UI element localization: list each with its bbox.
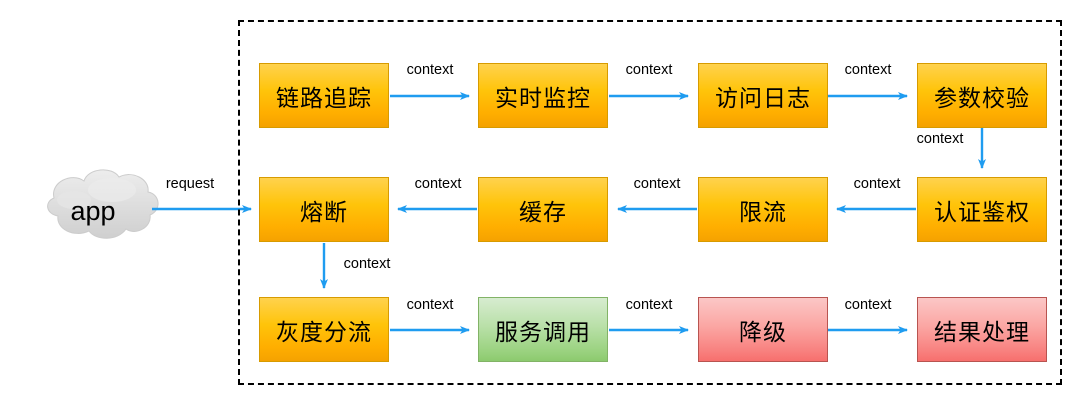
edge-label-auth-ratelimit: context xyxy=(853,176,901,192)
edge-label-invoke-degrade: context xyxy=(625,297,673,313)
node-paramcheck[interactable]: 参数校验 xyxy=(917,63,1047,128)
client-cloud-label: app xyxy=(70,195,116,226)
edge-label-gray-invoke: context xyxy=(406,297,454,313)
node-breaker[interactable]: 熔断 xyxy=(259,177,389,242)
edge-label-trace-monitor: context xyxy=(406,62,454,78)
node-ratelimit[interactable]: 限流 xyxy=(698,177,828,242)
edge-label-breaker-gray: context xyxy=(343,256,391,272)
edge-label-degrade-result: context xyxy=(844,297,892,313)
node-service-invoke[interactable]: 服务调用 xyxy=(478,297,608,362)
node-accesslog[interactable]: 访问日志 xyxy=(698,63,828,128)
node-degrade[interactable]: 降级 xyxy=(698,297,828,362)
gateway-boundary xyxy=(238,20,1062,385)
node-cache[interactable]: 缓存 xyxy=(478,177,608,242)
edge-label-accesslog-paramcheck: context xyxy=(844,62,892,78)
edge-label-paramcheck-auth: context xyxy=(916,131,964,147)
node-gray-release[interactable]: 灰度分流 xyxy=(259,297,389,362)
edge-label-ratelimit-cache: context xyxy=(633,176,681,192)
client-cloud: app xyxy=(28,180,158,242)
edge-label-cache-breaker: context xyxy=(414,176,462,192)
edge-label-request: request xyxy=(165,176,215,192)
cloud-shape xyxy=(47,169,159,239)
node-result[interactable]: 结果处理 xyxy=(917,297,1047,362)
node-trace[interactable]: 链路追踪 xyxy=(259,63,389,128)
node-auth[interactable]: 认证鉴权 xyxy=(917,177,1047,242)
node-monitor[interactable]: 实时监控 xyxy=(478,63,608,128)
edge-label-monitor-accesslog: context xyxy=(625,62,673,78)
